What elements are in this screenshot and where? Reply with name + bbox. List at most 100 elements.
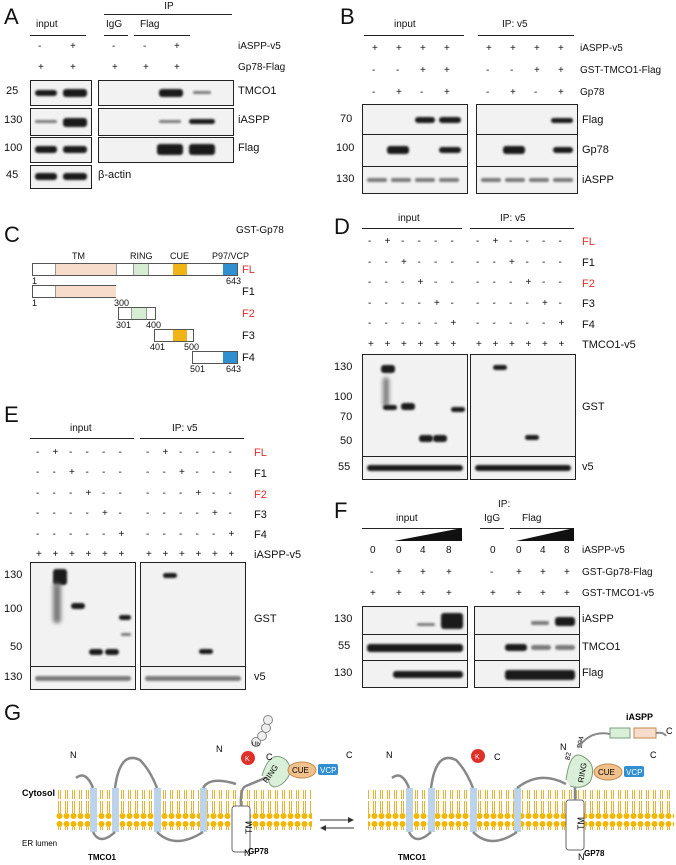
panel-b-r1-s6: + bbox=[510, 43, 516, 54]
panel-d-sign: - bbox=[492, 318, 496, 330]
panel-e-blot-gst-label: GST bbox=[254, 613, 277, 625]
panel-e-input-bar bbox=[30, 438, 134, 439]
panel-e-sign: - bbox=[179, 528, 183, 540]
panel-e-row-fl: FL bbox=[254, 447, 267, 459]
panel-f-blot-flag-label: Flag bbox=[582, 667, 604, 679]
panel-d-sign: + bbox=[434, 297, 440, 309]
panel-f-r2-s2: + bbox=[396, 567, 402, 578]
panel-e-sign: - bbox=[118, 487, 122, 499]
gr-tmco1: TMCO1 bbox=[398, 853, 427, 862]
panel-f-blot-tmco1-ip bbox=[474, 634, 580, 662]
panel-e-sign: - bbox=[118, 508, 122, 520]
panel-f-flag-bar bbox=[510, 528, 574, 529]
gr-294: 294 bbox=[577, 736, 586, 749]
panel-f-row1-label: iASPP-v5 bbox=[582, 545, 625, 556]
panel-d-sign: - bbox=[542, 236, 546, 247]
panel-b-r3-s8: + bbox=[558, 87, 564, 98]
left-membrane bbox=[56, 790, 312, 830]
panel-a-igg-bar bbox=[104, 35, 128, 36]
panel-e-sign: + bbox=[102, 549, 108, 560]
panel-e-sign: - bbox=[102, 528, 106, 540]
panel-d-sign: - bbox=[384, 318, 388, 330]
panel-f-blot-iaspp-input bbox=[362, 606, 468, 636]
panel-d-sign: - bbox=[417, 236, 421, 247]
panel-f-r3-s6: + bbox=[516, 588, 522, 599]
panel-b-r2-s1: - bbox=[372, 65, 376, 76]
panel-e-sign: + bbox=[85, 549, 92, 560]
gl-lumen: ER lumen bbox=[22, 839, 57, 848]
panel-e-sign: - bbox=[228, 508, 232, 520]
panel-e-mw-50: 50 bbox=[10, 641, 23, 653]
panel-b-mw-100: 100 bbox=[336, 142, 355, 154]
panel-e-sign: - bbox=[179, 508, 183, 520]
panel-b-row2-label: GST-TMCO1-Flag bbox=[580, 65, 662, 76]
panel-a-mw-130: 130 bbox=[4, 114, 23, 126]
panel-e-sign: - bbox=[146, 487, 150, 499]
panel-b-r3-s3: - bbox=[420, 87, 424, 98]
panel-b-r2-s8: + bbox=[558, 65, 564, 76]
panel-a-mw-45: 45 bbox=[6, 169, 19, 181]
panel-d-sign: - bbox=[525, 256, 529, 268]
gl-n2: N bbox=[244, 848, 251, 858]
gl-c2: C bbox=[346, 750, 353, 760]
panel-d-sign: + bbox=[509, 339, 515, 350]
panel-a-r1-s1: - bbox=[38, 41, 42, 52]
panel-e-sign: - bbox=[228, 447, 232, 458]
panel-a-group-flag: Flag bbox=[140, 19, 160, 30]
panel-a-blot-flag-label: Flag bbox=[238, 142, 260, 154]
panel-d-sign: + bbox=[401, 256, 407, 268]
panel-f-igg-bar bbox=[480, 528, 504, 529]
panel-a-blot-iaspp-label: iASPP bbox=[238, 114, 270, 126]
panel-d-sign: - bbox=[434, 236, 438, 247]
panel-f-mw-130: 130 bbox=[334, 613, 353, 625]
panel-e-row-f3: F3 bbox=[254, 509, 267, 521]
panel-d-sign: - bbox=[542, 277, 546, 289]
panel-f-r1-s6: 0 bbox=[516, 545, 522, 556]
panel-e-sign: - bbox=[102, 487, 106, 499]
panel-f-r2-s3: + bbox=[420, 567, 426, 578]
panel-d-sign: + bbox=[509, 256, 515, 268]
panel-b-r2-s7: + bbox=[534, 65, 540, 76]
panel-e-sign: + bbox=[228, 549, 235, 560]
construct-fl-end: 643 bbox=[226, 276, 242, 286]
construct-f2-start: 301 bbox=[116, 320, 132, 330]
panel-d-sign: - bbox=[368, 297, 372, 309]
panel-e-sign: - bbox=[195, 467, 199, 479]
panel-a-row1-label: iASPP-v5 bbox=[238, 41, 281, 52]
panel-e-sign: - bbox=[36, 467, 40, 479]
panel-b-mw-130: 130 bbox=[336, 173, 355, 185]
panel-d-sign: - bbox=[401, 277, 405, 289]
panel-b-r3-s7: - bbox=[534, 87, 538, 98]
gr-n2: N bbox=[578, 852, 585, 862]
panel-d-sign: - bbox=[542, 256, 546, 268]
panel-a-r1-s5: + bbox=[174, 41, 180, 52]
panel-e-sign: - bbox=[228, 467, 232, 479]
panel-e-sign: - bbox=[52, 487, 56, 499]
panel-e-sign: - bbox=[36, 528, 40, 540]
panel-a-blot-tmco1-ip bbox=[98, 80, 234, 106]
panel-e-sign: - bbox=[102, 447, 106, 458]
panel-b-blot-gp78-ip bbox=[476, 134, 578, 168]
construct-f3-end: 500 bbox=[184, 342, 200, 352]
panel-e-sign: - bbox=[85, 467, 89, 479]
panel-d-sign: - bbox=[417, 256, 421, 268]
panel-d-sign: - bbox=[401, 236, 405, 247]
panel-e-sign: - bbox=[102, 467, 106, 479]
panel-b-blot-flag-input bbox=[362, 104, 468, 138]
construct-f1-label: F1 bbox=[242, 286, 255, 298]
panel-d-sign: - bbox=[450, 297, 454, 309]
panel-b-r3-s1: - bbox=[372, 87, 376, 98]
gr-n-tmco1: N bbox=[386, 750, 393, 760]
panel-d-sign: - bbox=[558, 277, 562, 289]
panel-a-blot-iaspp-input bbox=[30, 108, 92, 136]
panel-d-blot-v5-ip bbox=[470, 456, 576, 480]
gr-c3: C bbox=[666, 726, 673, 736]
panel-d-sign: + bbox=[492, 236, 499, 247]
panel-a-flag-bar bbox=[134, 35, 190, 36]
panel-e-sign: + bbox=[195, 487, 202, 499]
panel-f-blot-iaspp-ip bbox=[474, 606, 580, 636]
panel-e-sign: - bbox=[195, 447, 199, 458]
panel-b-r2-s5: - bbox=[486, 65, 490, 76]
panel-d-sign: - bbox=[525, 297, 529, 309]
